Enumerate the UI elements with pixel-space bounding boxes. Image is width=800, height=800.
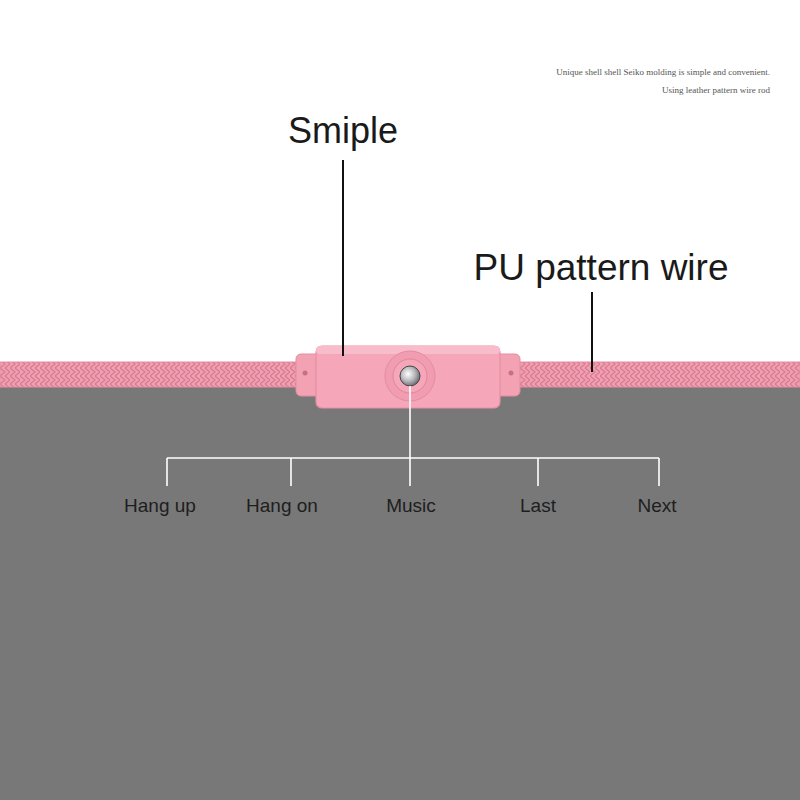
control-button xyxy=(400,366,420,386)
grey-background xyxy=(0,372,800,800)
tree-branch xyxy=(166,458,168,486)
tree-branch xyxy=(290,458,292,486)
function-label: Hang up xyxy=(124,496,196,517)
tree-branch xyxy=(658,458,660,486)
tab-hole xyxy=(509,371,514,376)
function-label: Last xyxy=(520,496,556,517)
leader-line xyxy=(591,292,593,372)
white-background xyxy=(0,0,800,372)
part-name: Smiple xyxy=(288,111,398,151)
tree-bar xyxy=(167,457,659,459)
tab-hole xyxy=(303,371,308,376)
function-label: Next xyxy=(637,496,676,517)
function-label: Hang on xyxy=(246,496,318,517)
tree-branch xyxy=(537,458,539,486)
tree-stem xyxy=(409,386,411,458)
leader-line xyxy=(342,160,344,356)
part-name: PU pattern wire xyxy=(474,248,729,289)
note-text: Using leather pattern wire rod xyxy=(662,86,770,96)
note-text: Unique shell shell Seiko molding is simp… xyxy=(556,68,770,78)
function-tree xyxy=(167,386,659,486)
tree-branch xyxy=(409,458,411,486)
function-label: Music xyxy=(386,496,436,517)
